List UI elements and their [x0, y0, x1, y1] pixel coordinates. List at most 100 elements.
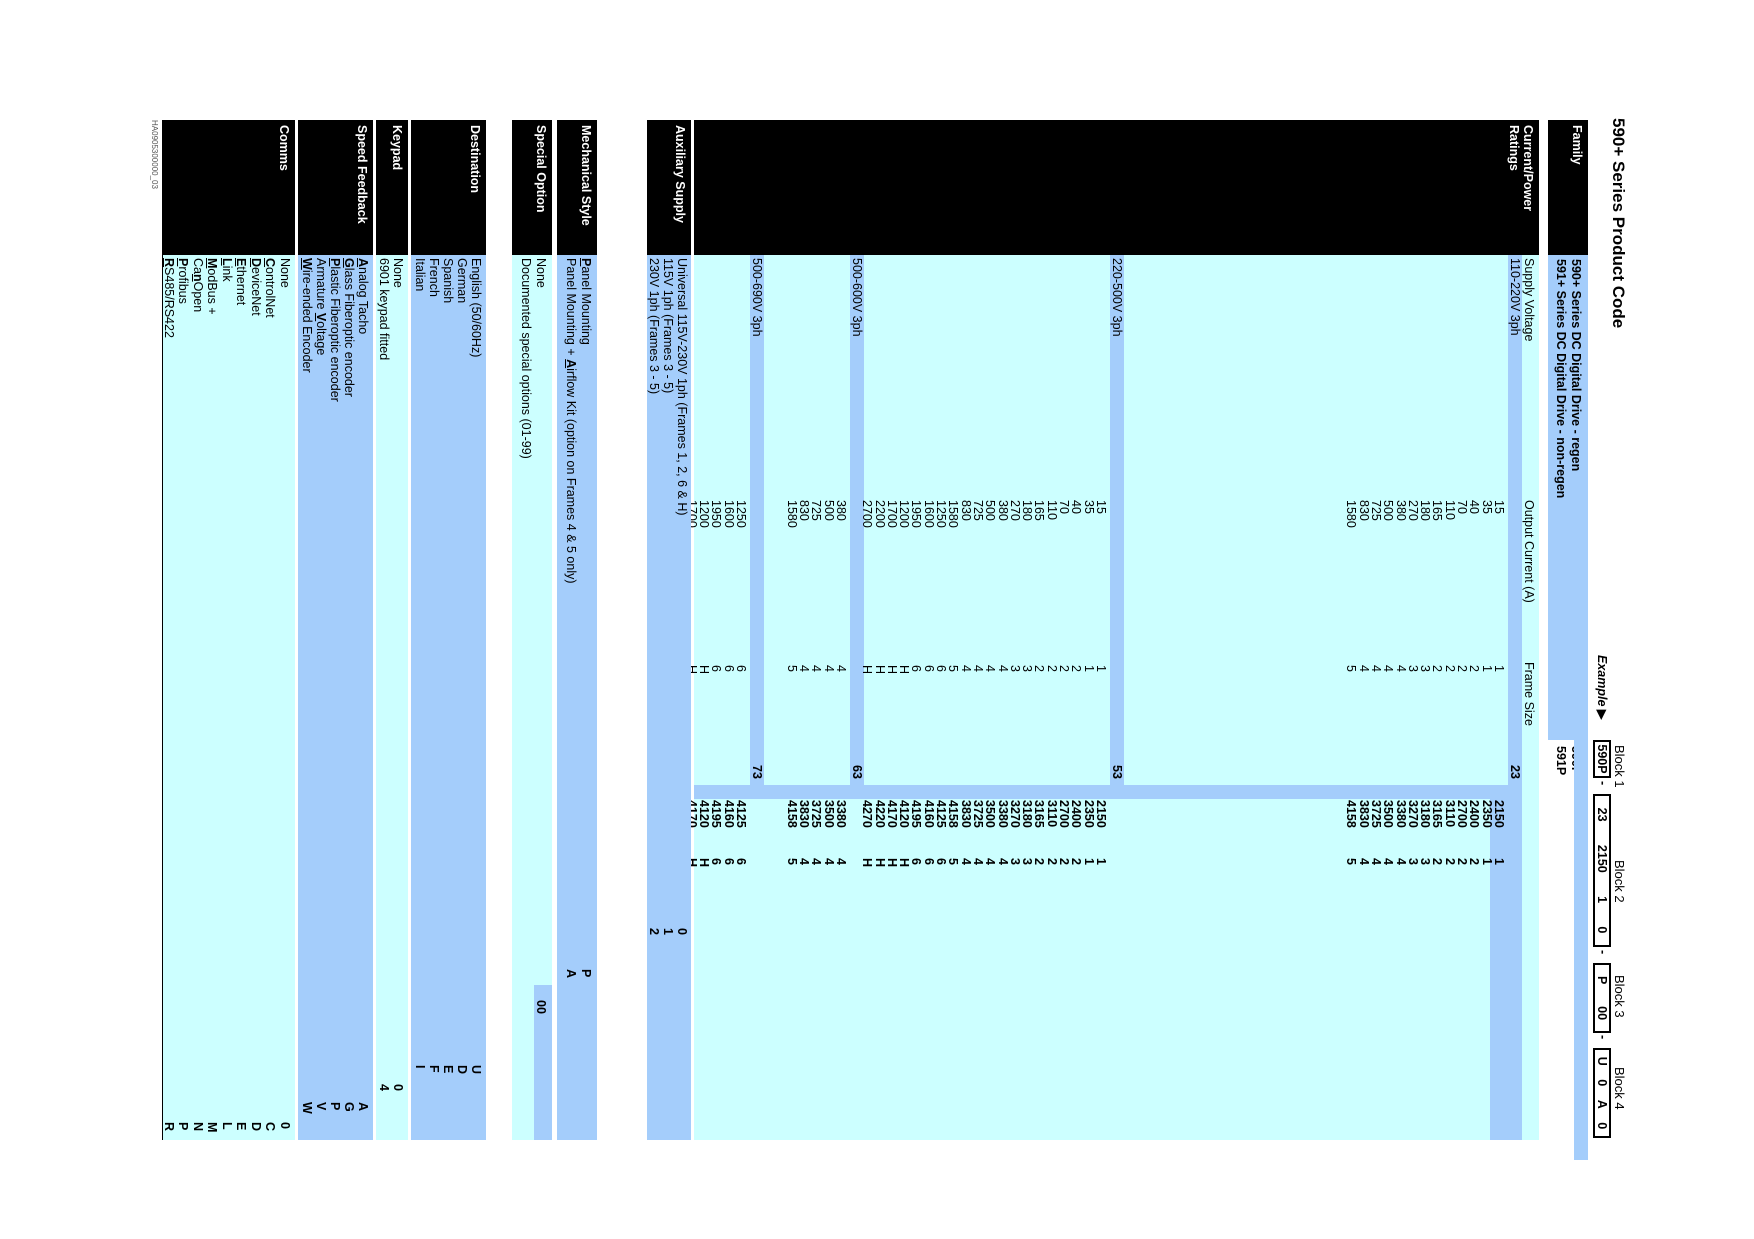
frame-size: 3: [1007, 665, 1022, 672]
option-code: E: [441, 1065, 455, 1074]
option-code: W: [300, 1102, 314, 1114]
frame-size: 4: [1369, 665, 1383, 672]
example-dash: -: [1596, 950, 1610, 955]
block2-code: 3270: [1007, 800, 1022, 828]
output-current: 180: [1418, 500, 1433, 521]
block2-code: 4120: [897, 800, 912, 828]
option-label: Spanish: [441, 258, 455, 304]
block2-code: 3500: [1381, 800, 1396, 828]
option-code: D: [249, 1122, 263, 1132]
block2-frame: 6: [709, 858, 724, 865]
block2-frame: 4: [1381, 858, 1396, 865]
frame-size: 2: [1442, 665, 1457, 672]
output-current: 725: [1369, 500, 1383, 521]
comms-header: Comms: [162, 120, 295, 255]
supply-110-220: 110-220V 3ph: [1508, 258, 1522, 336]
frame-size: 4: [983, 665, 998, 672]
option-code: I: [413, 1065, 427, 1069]
block2-frame: 4: [821, 858, 836, 865]
block2-code: 4220: [872, 800, 887, 828]
code-53: 53: [1110, 765, 1124, 779]
block2-frame: 1: [1081, 858, 1096, 865]
option-code: P: [176, 1122, 191, 1131]
frame-size: 4: [971, 665, 985, 672]
output-current: 40: [1069, 500, 1084, 514]
block2-code: 2150: [1094, 800, 1108, 828]
block2-frame: 4: [983, 858, 998, 865]
option-code: 0: [278, 1122, 292, 1129]
mech-option-airflow: Panel Mounting + Airflow Kit (option on …: [564, 258, 578, 584]
frame-size: 3: [1405, 665, 1420, 672]
option-label: Armature Voltage: [314, 258, 328, 356]
output-current: 380: [995, 500, 1010, 521]
output-current: 380: [1393, 500, 1408, 521]
block2-frame: 6: [934, 858, 949, 865]
block2-code: 2700: [1057, 800, 1072, 828]
document-id: HA0905300000_03: [150, 120, 159, 189]
block-label-3: Block 3: [1612, 975, 1627, 1018]
code-23: 23: [1508, 765, 1522, 779]
output-current: 1700: [884, 500, 899, 528]
block2-code: 3180: [1418, 800, 1433, 828]
block2-code: 4158: [784, 800, 799, 828]
output-current: 1950: [909, 500, 924, 528]
block2-frame: 3: [1418, 858, 1433, 865]
block2-code: 4125: [934, 800, 949, 828]
block2-code: 3380: [995, 800, 1010, 828]
aux-code-0: 0: [675, 928, 689, 935]
block2-frame: 1: [1479, 858, 1494, 865]
block2-frame: 4: [1393, 858, 1408, 865]
block2-code: 2150: [1492, 800, 1506, 828]
frame-size: 1: [1492, 665, 1506, 672]
output-current: 1580: [946, 500, 961, 528]
output-current: 1200: [697, 500, 712, 528]
output-current: 380: [834, 500, 848, 521]
example-code-block1: 590P: [1593, 740, 1611, 778]
option-label: RS485/RS422: [162, 258, 176, 338]
supply-220-500: 220-500V 3ph: [1110, 258, 1124, 337]
frame-size: 6: [721, 665, 736, 672]
option-label: German: [455, 258, 469, 304]
block2-code: 4195: [709, 800, 724, 828]
output-current: 40: [1467, 500, 1482, 514]
block-label-4: Block 4: [1612, 1067, 1627, 1110]
output-current: 110: [1044, 500, 1059, 520]
block2-code: 4158: [946, 800, 961, 828]
family-option-590: 590+ Series DC Digital Drive - regen: [1569, 259, 1583, 472]
block2-frame: 2: [1455, 858, 1470, 865]
output-current: 1600: [921, 500, 936, 528]
family-header: Family: [1548, 120, 1588, 255]
option-label: Profibus: [176, 258, 191, 304]
block2-code: 3500: [821, 800, 836, 828]
output-current: 1950: [709, 500, 724, 528]
option-code: C: [263, 1122, 278, 1132]
output-current: 1580: [784, 500, 799, 528]
block2-frame: 4: [1369, 858, 1383, 865]
block2-code: 3380: [834, 800, 848, 828]
block2-code: 3165: [1032, 800, 1047, 828]
frame-size: 4: [958, 665, 973, 672]
output-current: 15: [1094, 500, 1108, 514]
col-supply-voltage: Supply Voltage: [1522, 258, 1536, 342]
aux-code-1: 1: [661, 928, 675, 935]
block2-code: 3110: [1044, 800, 1059, 828]
option-label: ControlNet: [263, 258, 278, 318]
output-current: 725: [809, 500, 824, 521]
keypad-option-none: None: [391, 258, 405, 288]
block2-code: 4158: [1344, 800, 1359, 828]
special-code-00: 00: [534, 1000, 548, 1014]
block2-code: 4160: [921, 800, 936, 828]
frame-size: 3: [1020, 665, 1035, 672]
mech-option-panel: Panel Mounting: [579, 258, 593, 345]
option-code: P: [328, 1102, 342, 1111]
option-label: English (50/60Hz): [469, 258, 483, 358]
option-code: D: [455, 1065, 469, 1075]
block2-code: 3725: [1369, 800, 1383, 828]
block2-frame: 5: [1344, 858, 1359, 865]
code-63: 63: [850, 765, 864, 779]
aux-option-0: Universal 115V-230V 1ph (Frames 1, 2, 6 …: [675, 258, 689, 516]
keypad-code-0: 0: [391, 1084, 405, 1091]
option-code: N: [191, 1122, 205, 1132]
